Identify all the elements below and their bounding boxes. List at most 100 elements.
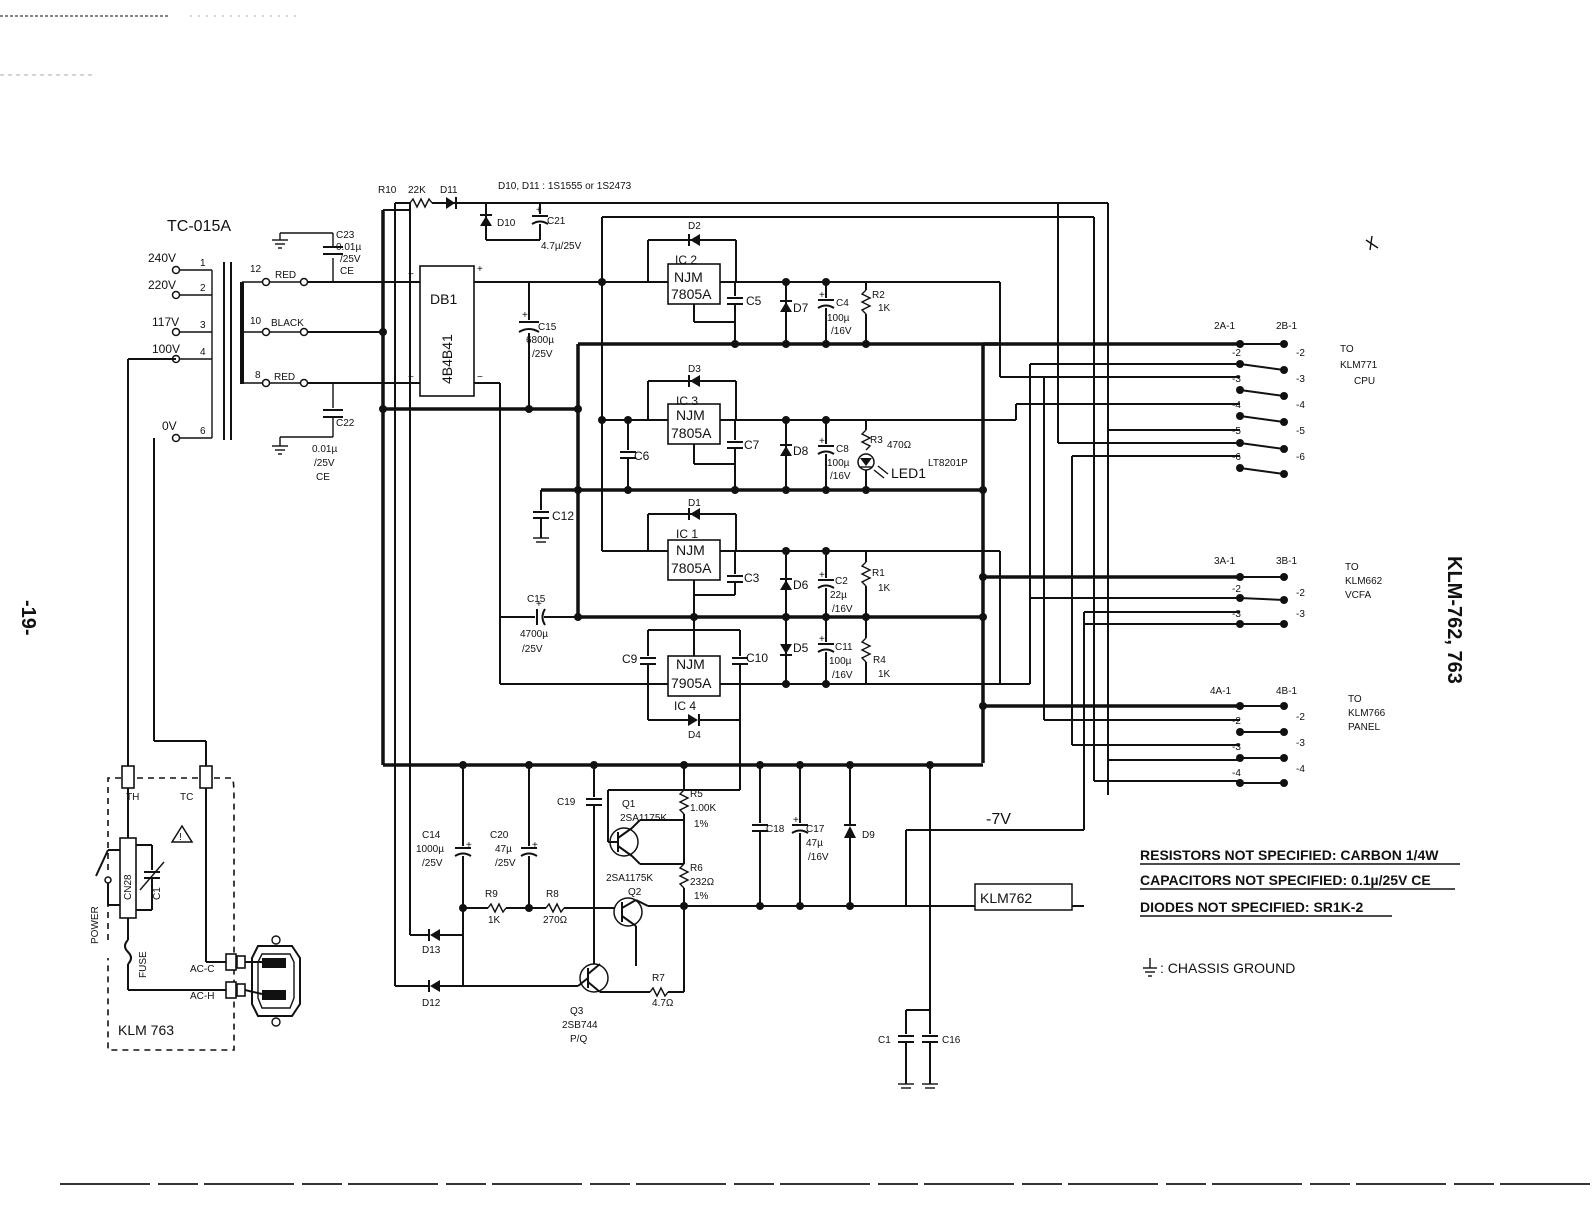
svg-text:+: +: [819, 634, 825, 645]
svg-text:47µ: 47µ: [806, 838, 823, 849]
tc-label: TC: [180, 792, 193, 803]
r1-label: R1: [872, 568, 885, 579]
stray-mark: [1365, 235, 1379, 251]
svg-text:+: +: [819, 570, 825, 581]
conn-2b-head: 2B-1: [1276, 321, 1298, 332]
svg-text:4.7µ/25V: 4.7µ/25V: [541, 241, 582, 252]
pin-2: 2: [200, 283, 206, 294]
th-label: TH: [126, 792, 139, 803]
secondary-taps: 12 RED 10 BLACK 8 RED: [242, 264, 309, 388]
conn-4a-head: 4A-1: [1210, 686, 1232, 697]
svg-text:/25V: /25V: [522, 644, 543, 655]
svg-text:-4: -4: [1232, 400, 1241, 411]
r7-label: R7: [652, 973, 665, 984]
svg-text:-4: -4: [1296, 400, 1305, 411]
note-diodes: DIODES NOT SPECIFIED: SR1K-2: [1140, 899, 1363, 915]
svg-text:P/Q: P/Q: [570, 1034, 587, 1045]
c2-label: C2: [835, 576, 848, 587]
svg-text:4700µ: 4700µ: [520, 629, 548, 640]
tap-240v: 240V: [148, 251, 176, 265]
tap-220v: 220V: [148, 278, 176, 292]
r10-d11-branch: R10 22K D11 D10, D11 : 1S1555 or 1S2473 …: [378, 181, 632, 986]
vcfa-board: KLM662: [1345, 576, 1383, 587]
power-switch-label: POWER: [90, 906, 101, 944]
svg-text:+: +: [536, 205, 542, 216]
svg-text:-3: -3: [1296, 609, 1305, 620]
klm762-board-label: KLM762: [974, 883, 1073, 911]
svg-text:CPU: CPU: [1354, 376, 1375, 387]
svg-text:-2: -2: [1296, 348, 1305, 359]
ic4-label: IC 4: [674, 699, 696, 713]
c1-label: C1: [878, 1035, 891, 1046]
cn28-label: CN28: [123, 874, 134, 900]
svg-text:+: +: [819, 290, 825, 301]
svg-text:100µ: 100µ: [827, 458, 850, 469]
svg-text:-3: -3: [1232, 742, 1241, 753]
r6-label: R6: [690, 863, 703, 874]
svg-text:-2: -2: [1296, 712, 1305, 723]
r10-label: R10: [378, 185, 397, 196]
svg-text:10: 10: [250, 316, 262, 327]
svg-text:1K: 1K: [878, 583, 891, 594]
d4-label: D4: [688, 730, 701, 741]
svg-text:/16V: /16V: [808, 852, 829, 863]
svg-text:0.01µ: 0.01µ: [312, 444, 337, 455]
svg-text:CE: CE: [316, 472, 330, 483]
r3-label: R3: [870, 435, 883, 446]
d2-label: D2: [688, 221, 701, 232]
svg-text:-2: -2: [1232, 584, 1241, 595]
junction-dots: [379, 278, 987, 912]
tap-0v: 0V: [162, 419, 177, 433]
svg-text:47µ: 47µ: [495, 844, 512, 855]
q2-label: Q2: [628, 887, 642, 898]
c21-label: C21: [547, 216, 566, 227]
svg-text:PANEL: PANEL: [1348, 722, 1380, 733]
svg-text:7805A: 7805A: [671, 425, 712, 441]
c3-label: C3: [744, 571, 760, 585]
pin-1: 1: [200, 258, 206, 269]
transformer-name: TC-015A: [167, 218, 231, 235]
svg-text:+: +: [522, 310, 528, 321]
c11-label: C11: [835, 642, 853, 653]
svg-text:-2: -2: [1232, 716, 1241, 727]
svg-text:1K: 1K: [878, 303, 891, 314]
c15-upper: + C15 6800µ /25V: [518, 310, 557, 360]
svg-text:CE: CE: [340, 266, 354, 277]
panel-board: KLM766: [1348, 708, 1386, 719]
svg-text:−: −: [477, 372, 483, 383]
c10-label: C10: [746, 651, 768, 665]
pin-4: 4: [200, 347, 206, 358]
d13-label: D13: [422, 945, 441, 956]
ac-c-label: AC-C: [190, 964, 214, 975]
svg-text:NJM: NJM: [674, 269, 703, 285]
svg-text:/16V: /16V: [832, 604, 853, 615]
svg-text:0.01µ: 0.01µ: [336, 242, 361, 253]
d6-label: D6: [793, 578, 809, 592]
svg-text:1000µ: 1000µ: [416, 844, 444, 855]
c18-label: C18: [766, 824, 785, 835]
note-resistors: RESISTORS NOT SPECIFIED: CARBON 1/4W: [1140, 847, 1439, 863]
r4-label: R4: [873, 655, 886, 666]
svg-text:7905A: 7905A: [671, 675, 712, 691]
ac-input-wiring: C23 0.01µ /25V CE C22 0.01µ /25V CE: [272, 230, 420, 483]
svg-text:NJM: NJM: [676, 542, 705, 558]
svg-text:-6: -6: [1296, 452, 1305, 463]
regulator-ic1: IC 1 NJM 7805A D1 C3 D6 + C2 22µ /16V: [647, 498, 1000, 617]
svg-text:+: +: [536, 599, 542, 610]
svg-text:BLACK: BLACK: [271, 318, 304, 329]
svg-text:100µ: 100µ: [827, 313, 850, 324]
svg-text:NJM: NJM: [676, 407, 705, 423]
svg-text:-2: -2: [1296, 588, 1305, 599]
fuse-label: FUSE: [138, 951, 149, 978]
svg-text:+: +: [477, 264, 483, 275]
chassis-ground-text: : CHASSIS GROUND: [1160, 960, 1295, 976]
c7-label: C7: [744, 438, 760, 452]
db1-label: DB1: [430, 291, 457, 307]
svg-text:-3: -3: [1232, 374, 1241, 385]
svg-text:+: +: [532, 840, 538, 851]
d3-label: D3: [688, 364, 701, 375]
svg-text:270Ω: 270Ω: [543, 915, 567, 926]
scan-noise: [0, 15, 1595, 1185]
note-capacitors: CAPACITORS NOT SPECIFIED: 0.1µ/25V CE: [1140, 872, 1431, 888]
connector-wiring: [983, 203, 1240, 782]
